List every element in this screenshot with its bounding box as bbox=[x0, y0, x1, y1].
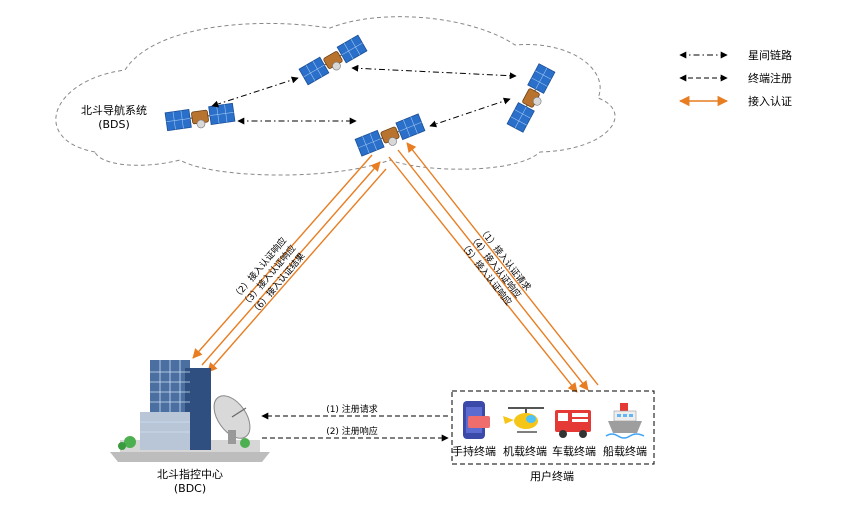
ship-terminal-icon bbox=[605, 403, 645, 439]
terminal-label: 车载终端 bbox=[552, 444, 596, 458]
register-response-label: (2) 注册响应 bbox=[326, 425, 378, 437]
terminal-label: 手持终端 bbox=[452, 444, 496, 458]
satellite-icon bbox=[298, 34, 369, 88]
satellite-icon bbox=[354, 113, 427, 159]
registration-links bbox=[261, 412, 449, 442]
legend-label: 接入认证 bbox=[748, 95, 792, 108]
terminal-auth-links bbox=[388, 142, 599, 393]
satellite-dish-icon bbox=[213, 395, 251, 444]
right-link-labels: （1）接入认证请求 （4）接入认证响应 （5）接入认证响应 bbox=[457, 224, 533, 307]
legend-label: 星间链路 bbox=[748, 48, 792, 62]
bdc-auth-links bbox=[192, 154, 387, 373]
terminal-label: 船载终端 bbox=[603, 444, 647, 458]
bds-name: 北斗导航系统 bbox=[81, 103, 147, 117]
handheld-terminal-icon bbox=[463, 401, 490, 439]
inter-satellite-links bbox=[211, 64, 517, 128]
helicopter-icon bbox=[503, 407, 544, 433]
bdc-abbr: (BDC) bbox=[174, 482, 206, 495]
bdc-name: 北斗指控中心 bbox=[157, 467, 223, 481]
vehicle-terminal-icon bbox=[555, 410, 591, 438]
bds-cloud-boundary bbox=[55, 16, 616, 176]
satellite-icon bbox=[506, 63, 558, 134]
user-terminal-box bbox=[451, 390, 655, 465]
satellite-icon bbox=[164, 102, 236, 134]
register-request-label: (1) 注册请求 bbox=[326, 403, 378, 415]
legend: 星间链路 终端注册 接入认证 bbox=[678, 48, 792, 108]
bdc-building-icon bbox=[110, 360, 270, 462]
legend-label: 终端注册 bbox=[748, 71, 792, 85]
left-link-labels: （2）接入认证响应 （3）接入认证响应 （6）接入认证结果 bbox=[230, 235, 308, 318]
bds-abbr: (BDS) bbox=[98, 118, 130, 131]
user-terminal-group-label: 用户终端 bbox=[530, 469, 574, 483]
terminal-label: 机载终端 bbox=[503, 444, 547, 458]
